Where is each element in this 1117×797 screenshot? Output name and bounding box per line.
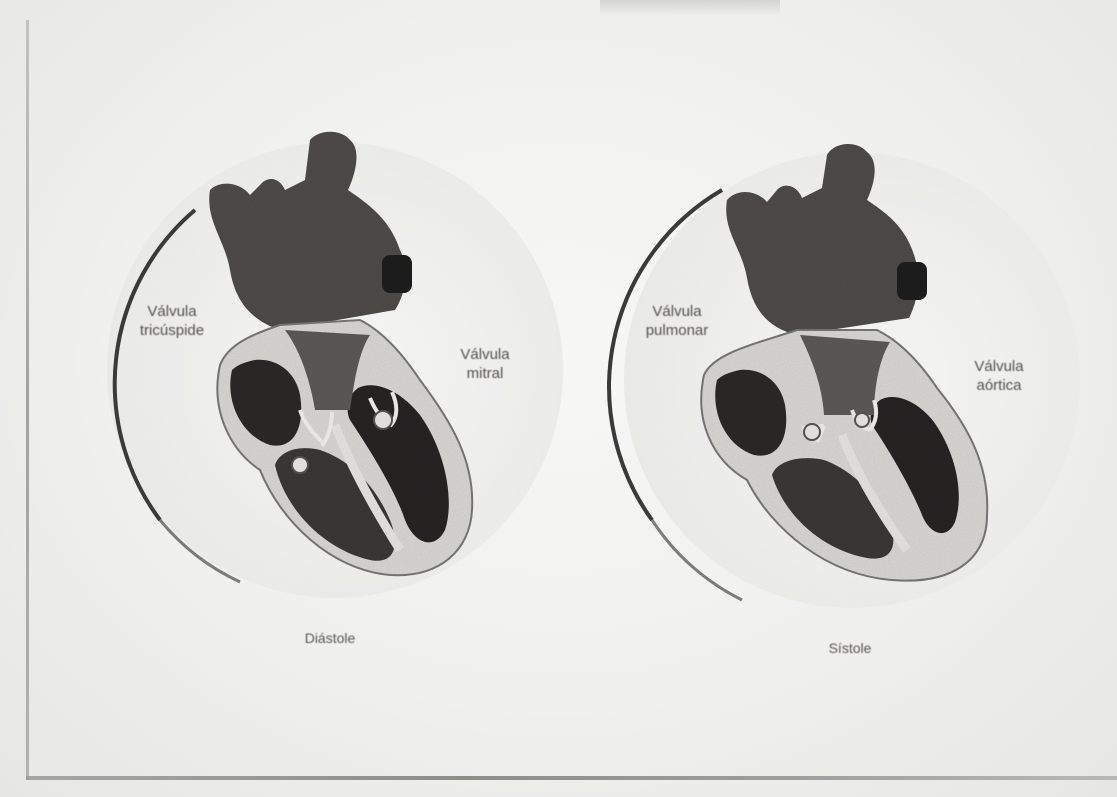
label-pulmonary-valve: Válvula pulmonar <box>622 302 732 340</box>
label-mitral-valve: Válvula mitral <box>430 345 540 383</box>
vessel-stub <box>897 262 927 300</box>
scan-smudge <box>600 0 780 16</box>
label-aortic-valve: Válvula aórtica <box>944 357 1054 395</box>
label-tricuspid-valve: Válvula tricúspide <box>112 302 232 340</box>
caption-systole: Sístole <box>790 640 910 656</box>
frame-left-edge <box>26 20 29 780</box>
caption-diastole: Diástole <box>270 630 390 646</box>
frame-bottom-edge <box>26 776 1117 780</box>
vessel-stub <box>382 255 412 293</box>
